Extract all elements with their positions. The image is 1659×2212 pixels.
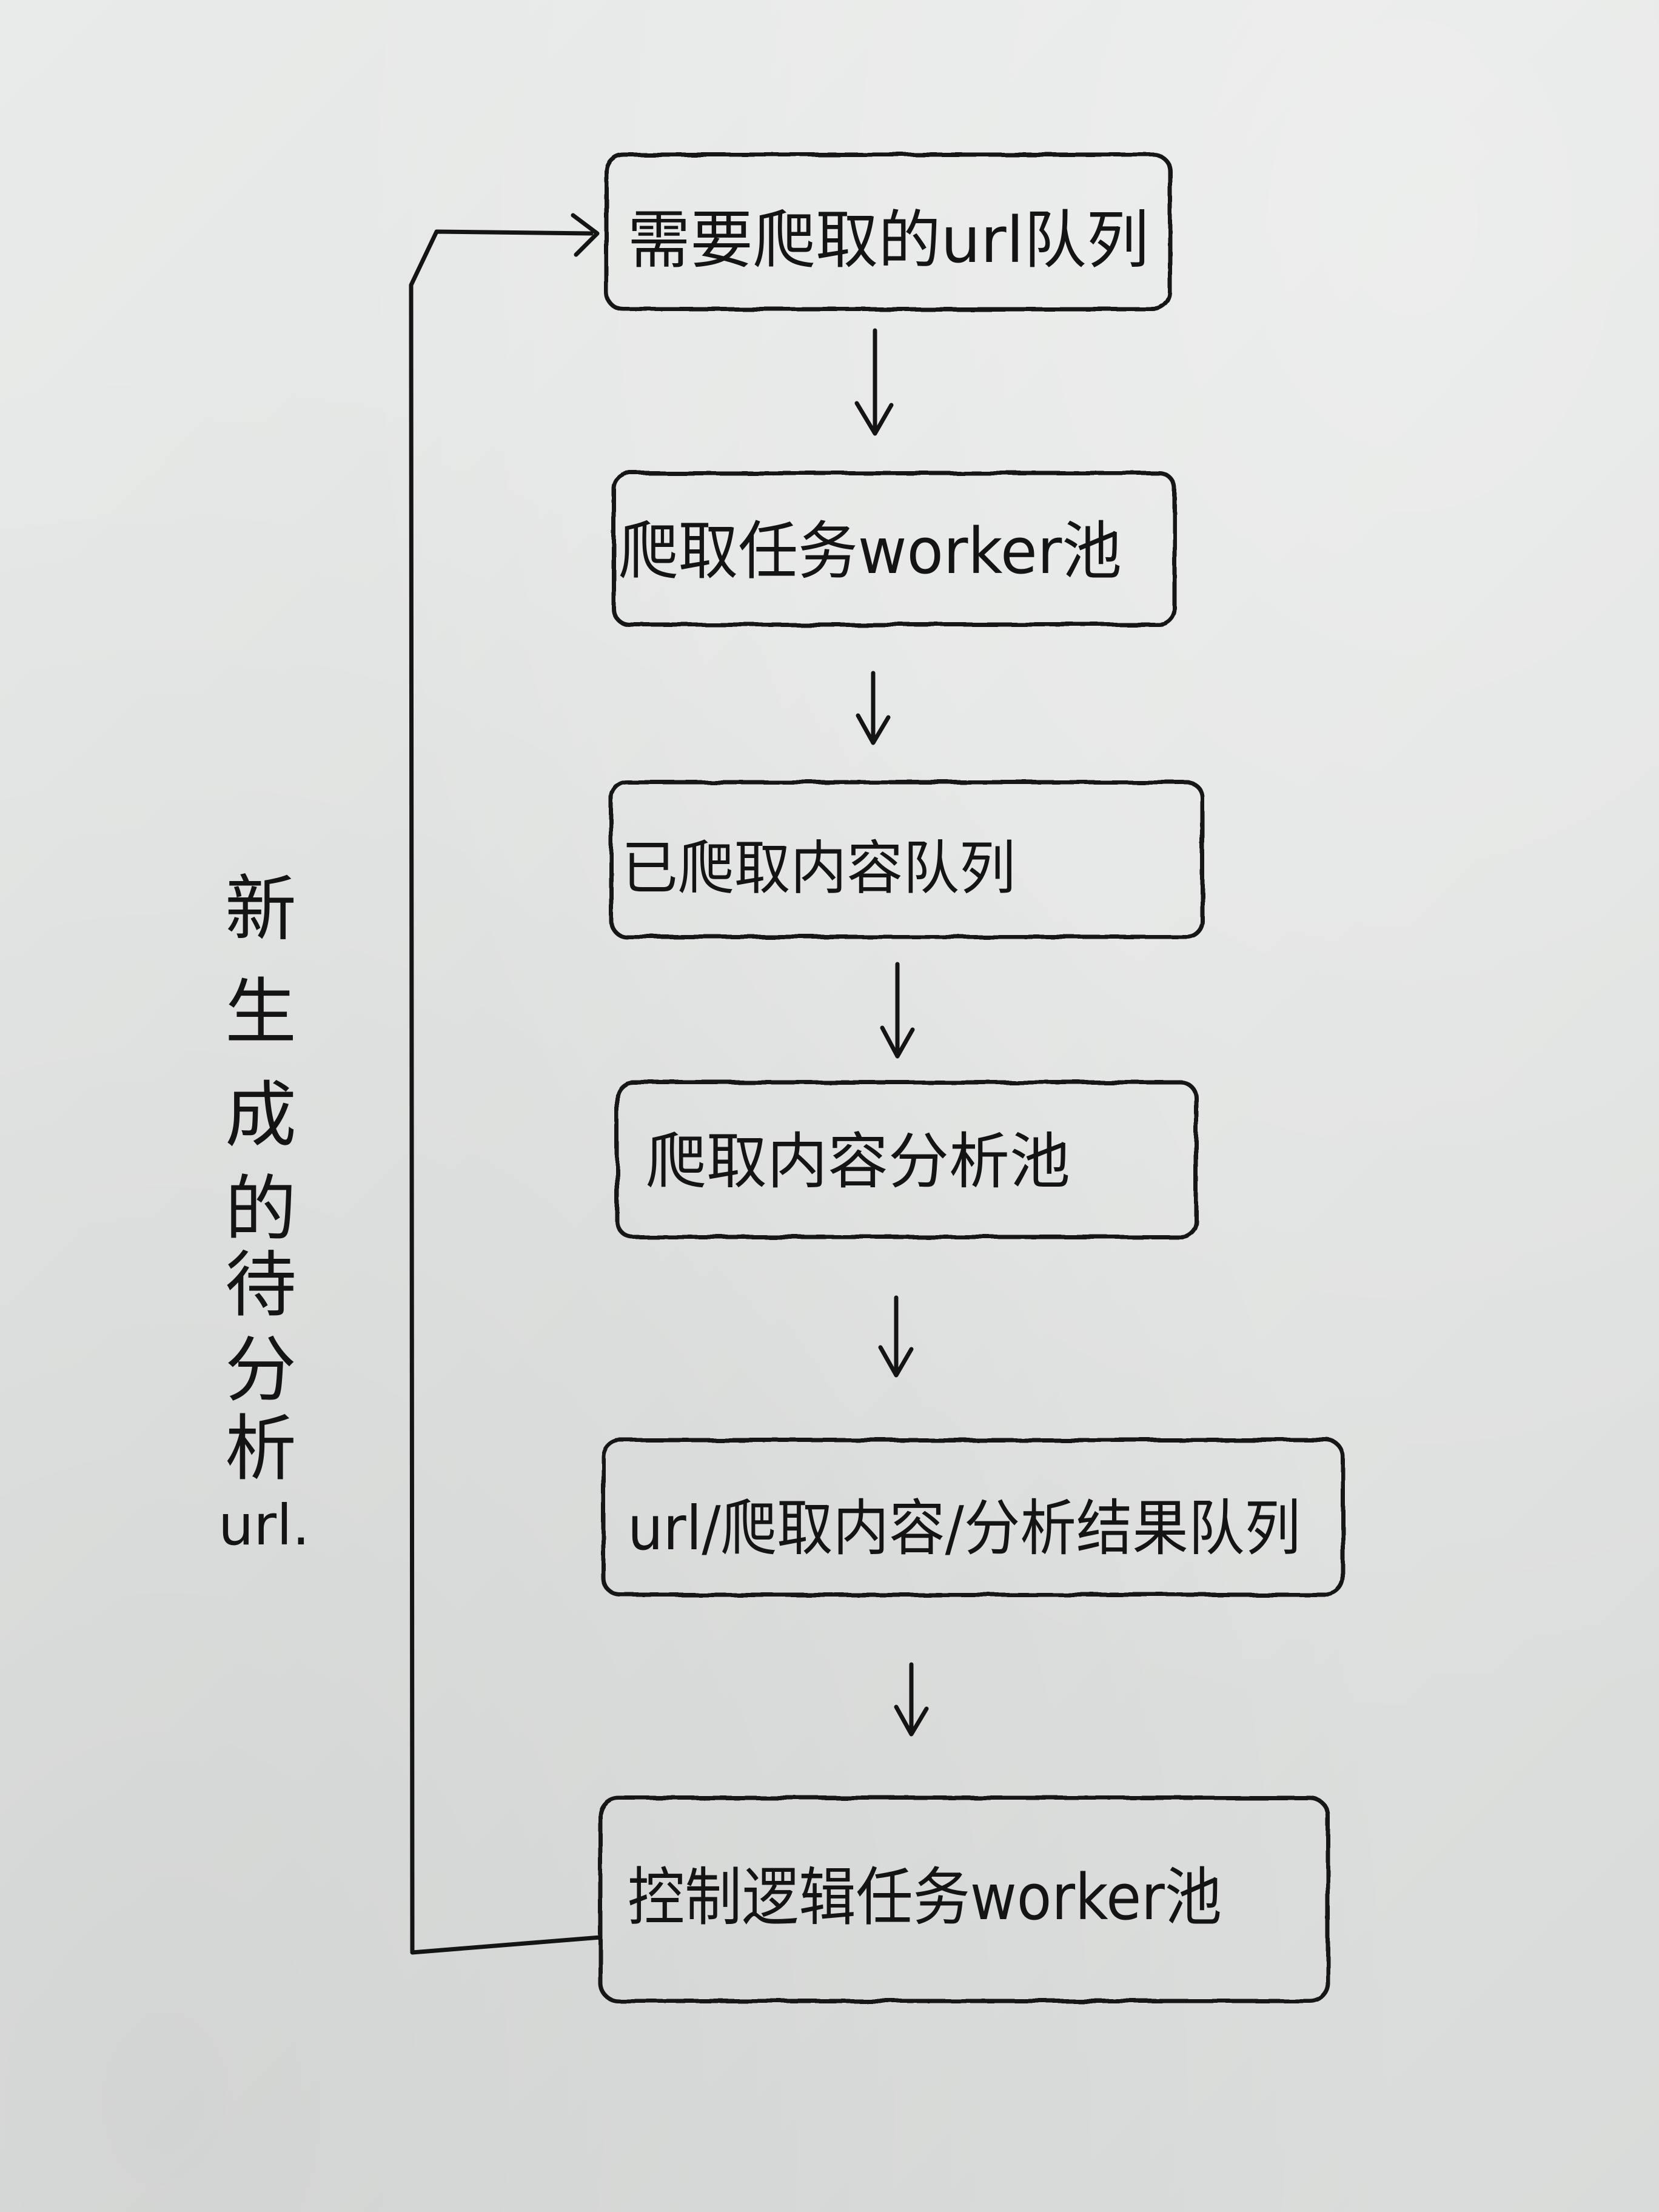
node-label-result-queue: url/爬取内容/分析结果队列 [628,1493,1301,1564]
feedback-label-char-4: 的 [224,1167,297,1251]
node-box-result-queue [601,1438,1346,1597]
node-box-crawled-content-queue [609,780,1205,939]
node-label-crawled-content-queue: 已爬取内容队列 [622,834,1016,902]
arrow-n3-n4 [880,962,915,1059]
feedback-label-char-2: 生 [224,970,297,1054]
feedback-label-char-1: 新 [224,867,297,951]
node-label-url-queue: 需要爬取的url队列 [628,203,1149,277]
feedback-label-char-5: 待 [224,1243,297,1327]
node-label-control-worker-pool: 控制逻辑任务worker池 [628,1860,1222,1934]
feedback-label-char-6: 分 [224,1328,297,1412]
node-label-crawl-worker-pool: 爬取任务worker池 [618,514,1122,588]
arrow-n5-n6 [894,1662,929,1737]
feedback-loop-arrow [409,213,603,1955]
feedback-label-char-3: 成 [224,1073,297,1157]
arrow-n2-n3 [856,671,891,745]
feedback-label-url: url. [218,1493,310,1558]
node-box-crawl-worker-pool [611,471,1177,627]
node-label-content-analysis-pool: 爬取内容分析池 [646,1126,1070,1197]
arrow-n4-n5 [878,1295,914,1378]
node-box-content-analysis-pool [615,1080,1199,1239]
feedback-label-char-7: 析 [224,1407,297,1490]
node-box-url-queue [604,152,1173,312]
arrow-n1-n2 [854,328,894,436]
node-box-control-worker-pool [598,1795,1330,2003]
